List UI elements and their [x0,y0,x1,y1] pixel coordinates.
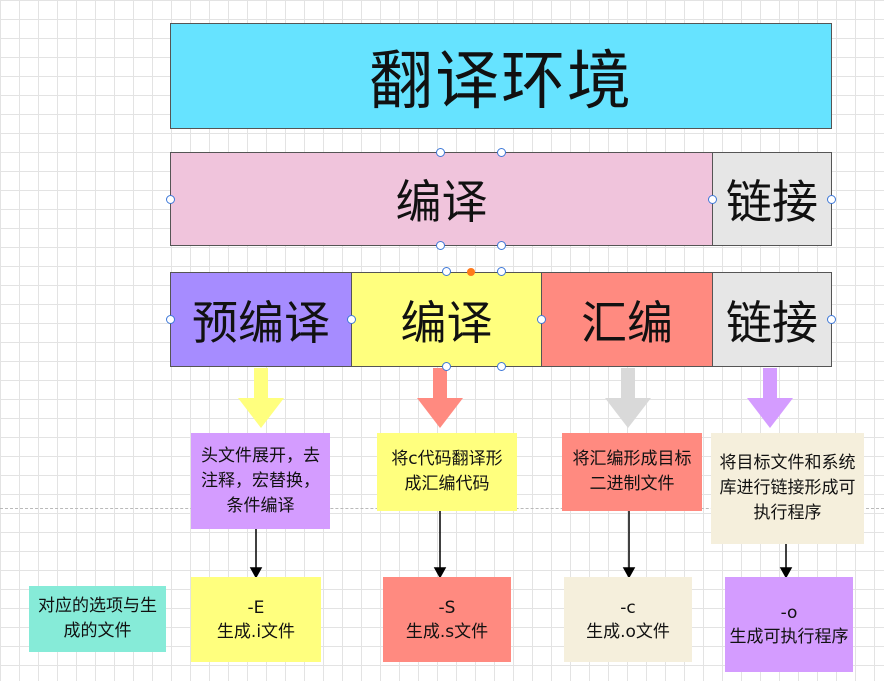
assemble-description[interactable]: 将汇编形成目标二进制文件 [562,433,702,511]
link-stage-box[interactable]: 链接 [712,272,832,367]
assemble-stage-box[interactable]: 汇编 [541,272,713,367]
precompile-description[interactable]: 头文件展开，去注释，宏替换，条件编译 [191,433,330,529]
link-stage-label: 链接 [726,295,818,350]
assemble-option[interactable]: -c 生成.o文件 [564,577,692,662]
selection-handle-icon[interactable] [436,241,445,250]
down-arrow-icon [417,368,463,428]
selection-handle-icon[interactable] [497,267,506,276]
down-arrow-icon [747,368,793,428]
compile-stage-label: 编译 [400,295,493,350]
selection-handle-icon[interactable] [827,315,836,324]
link-description[interactable]: 将目标文件和系统库进行链接形成可执行程序 [711,433,864,544]
selection-handle-icon[interactable] [166,195,175,204]
assemble-stage-label: 汇编 [581,295,673,350]
precompile-stage-box[interactable]: 预编译 [170,272,352,367]
link-option[interactable]: -o 生成可执行程序 [725,577,853,672]
link-phase-box[interactable]: 链接 [712,152,832,246]
selection-handle-icon[interactable] [827,195,836,204]
compile-phase-label: 编译 [395,175,488,229]
options-label[interactable]: 对应的选项与生成的文件 [29,586,166,652]
compile-option[interactable]: -S 生成.s文件 [383,577,511,662]
selection-handle-icon[interactable] [537,315,546,324]
selection-handle-icon[interactable] [442,267,451,276]
down-arrow-icon [433,511,447,579]
down-arrow-icon [249,529,263,579]
rotate-handle-icon[interactable] [467,268,475,276]
down-arrow-icon [605,368,651,428]
down-arrow-icon [622,511,636,579]
selection-handle-icon[interactable] [497,148,506,157]
title-box[interactable]: 翻译环境 [170,23,832,129]
precompile-option[interactable]: -E 生成.i文件 [191,577,321,662]
selection-handle-icon[interactable] [347,315,356,324]
selection-handle-icon[interactable] [436,148,445,157]
compile-stage-box[interactable]: 编译 [351,272,542,367]
selection-handle-icon[interactable] [708,195,717,204]
down-arrow-icon [779,544,793,579]
selection-handle-icon[interactable] [497,241,506,250]
selection-handle-icon[interactable] [166,315,175,324]
link-phase-label: 链接 [726,175,818,229]
down-arrow-icon [238,368,284,428]
selection-handle-icon[interactable] [442,362,451,371]
selection-handle-icon[interactable] [497,362,506,371]
precompile-stage-label: 预编译 [192,295,330,350]
compile-description[interactable]: 将c代码翻译形成汇编代码 [377,433,517,511]
title-text: 翻译环境 [369,45,633,119]
